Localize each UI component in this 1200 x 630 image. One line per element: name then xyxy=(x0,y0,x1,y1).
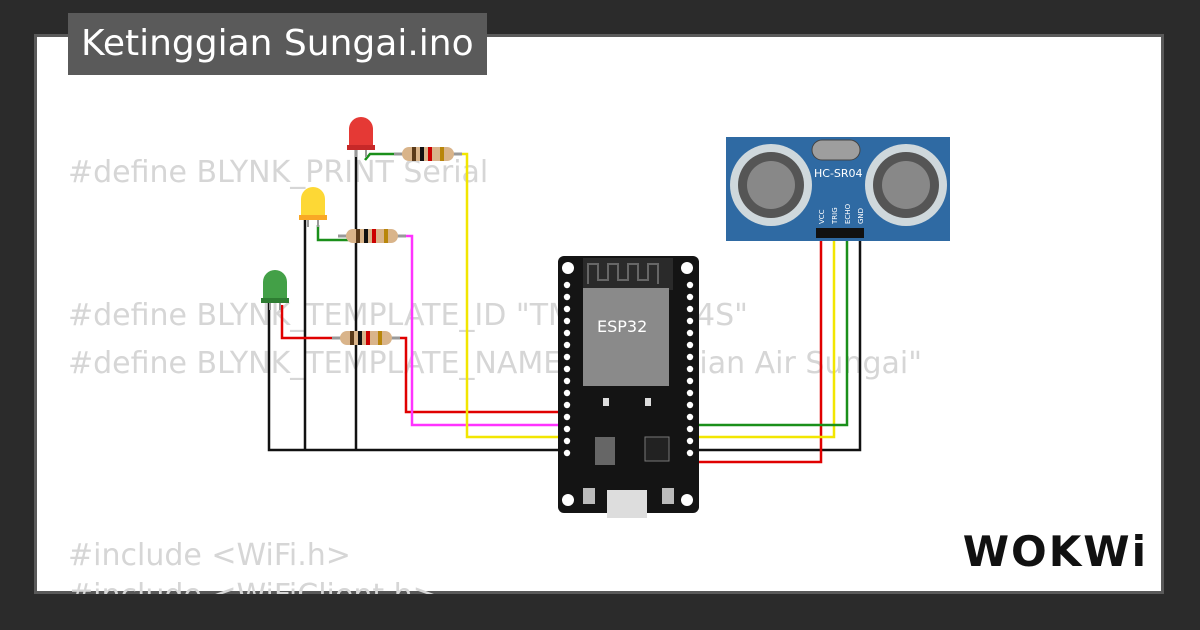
sensor-label: HC-SR04 xyxy=(814,167,863,180)
wire-magenta xyxy=(395,234,560,427)
esp32-label: ESP32 xyxy=(597,317,647,336)
led-red xyxy=(347,117,375,157)
pin-label: ECHO xyxy=(844,203,852,224)
wire-red-led xyxy=(280,305,345,340)
led-yellow xyxy=(299,187,327,227)
resistor xyxy=(394,147,462,161)
wire-yellow-led xyxy=(452,152,560,439)
page-title: Ketinggian Sungai.ino xyxy=(68,13,487,75)
pin-label: VCC xyxy=(818,209,826,224)
hc-sr04-sensor: HC-SR04 VCC TRIG ECHO GND xyxy=(726,137,950,241)
wokwi-logo: WOKWi xyxy=(962,527,1148,576)
code-line: #include <WiFiClient.h> xyxy=(68,578,438,594)
esp32-board: ESP32 xyxy=(558,256,699,518)
code-line: #define BLYNK_PRINT Serial xyxy=(68,155,489,190)
wire-red-esp xyxy=(390,336,560,414)
wires-ground xyxy=(267,145,862,452)
wire-sensor-trig xyxy=(690,232,836,439)
wire-sensor-vcc xyxy=(690,232,823,464)
wires-led-leads xyxy=(316,152,405,242)
resistor xyxy=(332,331,400,345)
pin-label: GND xyxy=(857,208,865,224)
led-green xyxy=(261,270,289,310)
pin-label: TRIG xyxy=(831,207,839,225)
wire-sensor-echo xyxy=(690,232,849,427)
resistor xyxy=(338,229,406,243)
code-line: #include <WiFi.h> xyxy=(68,538,351,573)
